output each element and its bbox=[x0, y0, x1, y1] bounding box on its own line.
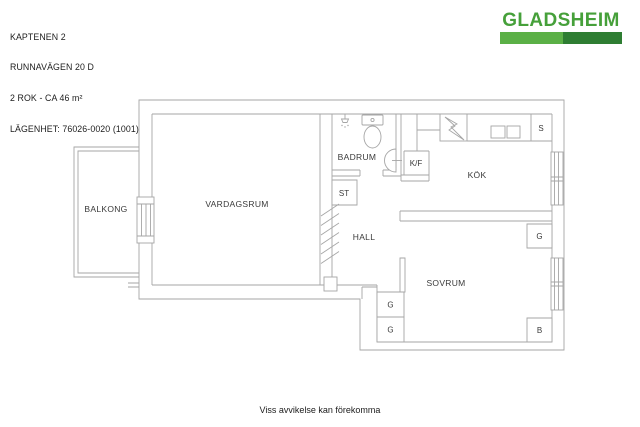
bedroom-window bbox=[550, 257, 564, 311]
room-label-hall: HALL bbox=[353, 232, 375, 242]
apartment-size: 2 ROK - CA 46 m² bbox=[10, 93, 83, 104]
kitchen-window bbox=[550, 151, 564, 206]
exterior-walls bbox=[128, 99, 565, 351]
closet-label-g2: G bbox=[387, 326, 393, 335]
interior-walls bbox=[319, 114, 552, 299]
gladsheim-logo: GLADSHEIM bbox=[500, 10, 622, 44]
apartment-number: LÄGENHET: 76026-0020 (1001) bbox=[10, 124, 139, 135]
closet-boxes bbox=[376, 223, 553, 343]
property-name: KAPTENEN 2 bbox=[10, 31, 66, 42]
apartment-info: KAPTENEN 2 RUNNAVÄGEN 20 D 2 ROK - CA 46… bbox=[10, 11, 139, 155]
washbasin-icon bbox=[384, 148, 402, 173]
room-label-sovrum: SOVRUM bbox=[426, 278, 465, 288]
street-address: RUNNAVÄGEN 20 D bbox=[10, 62, 94, 73]
balcony-railing bbox=[73, 146, 139, 278]
logo-wordmark: GLADSHEIM bbox=[502, 10, 620, 31]
kitchen-sink-icon bbox=[490, 125, 521, 139]
logo-bar bbox=[500, 32, 622, 44]
shower-icon bbox=[340, 114, 350, 128]
disclaimer-text: Viss avvikelse kan förekomma bbox=[259, 405, 381, 415]
room-label-badrum: BADRUM bbox=[338, 152, 377, 162]
room-label-s: S bbox=[538, 124, 543, 133]
room-label-kf: K/F bbox=[410, 159, 423, 168]
logo-bar-right bbox=[563, 32, 622, 44]
closet-label-g3: G bbox=[536, 232, 542, 241]
room-label-kok: KÖK bbox=[468, 170, 487, 180]
closet-label-g1: G bbox=[387, 301, 393, 310]
entrance-niche bbox=[323, 276, 338, 292]
room-label-balkong: BALKONG bbox=[84, 204, 127, 214]
logo-bar-left bbox=[500, 32, 564, 44]
stove-icon bbox=[439, 113, 468, 142]
sliding-door-marks bbox=[320, 203, 340, 264]
room-label-vardagsrum: VARDAGSRUM bbox=[205, 199, 268, 209]
room-label-st: ST bbox=[339, 189, 349, 198]
balcony-door bbox=[136, 196, 155, 244]
toilet-icon bbox=[361, 114, 384, 149]
closet-label-b: B bbox=[537, 326, 542, 335]
